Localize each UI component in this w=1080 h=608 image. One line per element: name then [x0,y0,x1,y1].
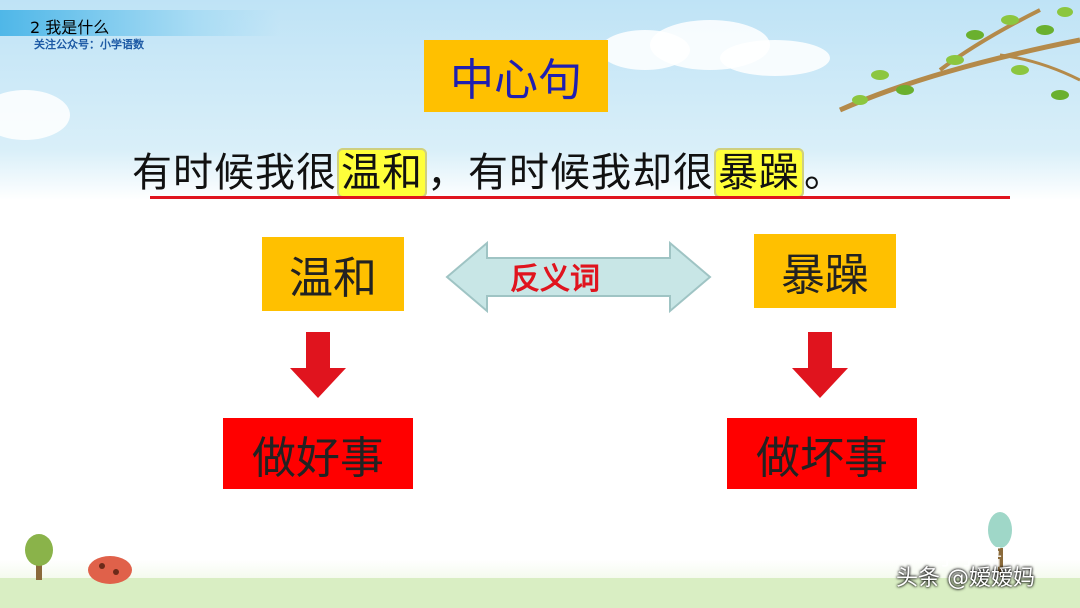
right-result-box: 做坏事 [727,418,917,489]
right-word-box: 暴躁 [754,234,896,308]
small-tree-icon [988,512,1012,576]
lesson-title: 2 我是什么 [30,18,110,37]
tree-branch-icon [838,7,1080,113]
sentence-part: 有时候我很 [132,150,337,196]
antonym-label: 反义词 [510,262,600,297]
left-word-box: 温和 [262,237,404,311]
watermark-credit: 头条 @嫒嫒妈 [896,566,1035,591]
sentence-end: 。 [804,150,845,196]
highlight-word: 暴躁 [714,148,804,198]
sentence-underline [150,196,1010,199]
highlight-word: 温和 [337,148,427,198]
down-arrow-icon [792,332,848,398]
cloud [720,40,830,76]
watermark-brand: 小学语数 [936,546,1025,571]
small-tree-icon [25,534,53,580]
central-sentence-label: 中心句 [424,40,608,112]
central-sentence: 有时候我很温和，有时候我却很暴躁。 [132,140,845,198]
double-arrow-icon [445,240,712,314]
header-bar [0,10,280,36]
left-result-box: 做好事 [223,418,413,489]
ladybug-icon [88,556,132,584]
sentence-part: ，有时候我却很 [427,150,714,196]
cloud [0,90,70,140]
down-arrow-icon [290,332,346,398]
subtitle: 关注公众号：小学语数 [34,38,144,51]
